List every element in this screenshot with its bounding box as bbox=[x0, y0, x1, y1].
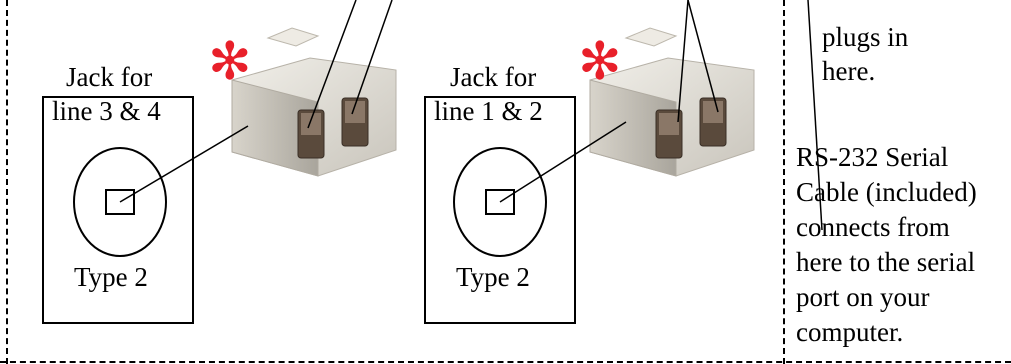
note-here: here. bbox=[822, 56, 876, 86]
serial-note-line: connects from bbox=[796, 212, 950, 242]
serial-note-line: port on your bbox=[796, 282, 930, 312]
jack-type-label: Type 2 bbox=[74, 262, 148, 292]
jack-label-top: Jack for bbox=[66, 62, 153, 92]
serial-note-line: Cable (included) bbox=[796, 177, 977, 207]
note-plugs-in: plugs in bbox=[822, 22, 909, 52]
rj11-splitter-icon bbox=[589, 27, 755, 177]
serial-note-line: computer. bbox=[796, 317, 904, 347]
serial-note-line: RS-232 Serial bbox=[796, 142, 949, 172]
bottom-dashed-border bbox=[0, 361, 1011, 363]
jack-label-lines: line 3 & 4 bbox=[52, 96, 161, 126]
jack-label-top: Jack for bbox=[450, 62, 537, 92]
right-dashed-divider bbox=[783, 0, 785, 364]
asterisk-icon: ✻ bbox=[578, 32, 622, 92]
jack-box-line-1-2 bbox=[424, 96, 576, 324]
jack-label-lines: line 1 & 2 bbox=[434, 96, 543, 126]
jack-port-icon bbox=[453, 147, 547, 257]
jack-type-label: Type 2 bbox=[456, 262, 530, 292]
jack-port-icon bbox=[73, 147, 167, 257]
left-dashed-border bbox=[6, 0, 8, 364]
asterisk-icon: ✻ bbox=[208, 32, 252, 92]
rj11-splitter-icon bbox=[231, 27, 397, 177]
serial-note-line: here to the serial bbox=[796, 247, 976, 277]
jack-box-line-3-4 bbox=[42, 96, 194, 324]
